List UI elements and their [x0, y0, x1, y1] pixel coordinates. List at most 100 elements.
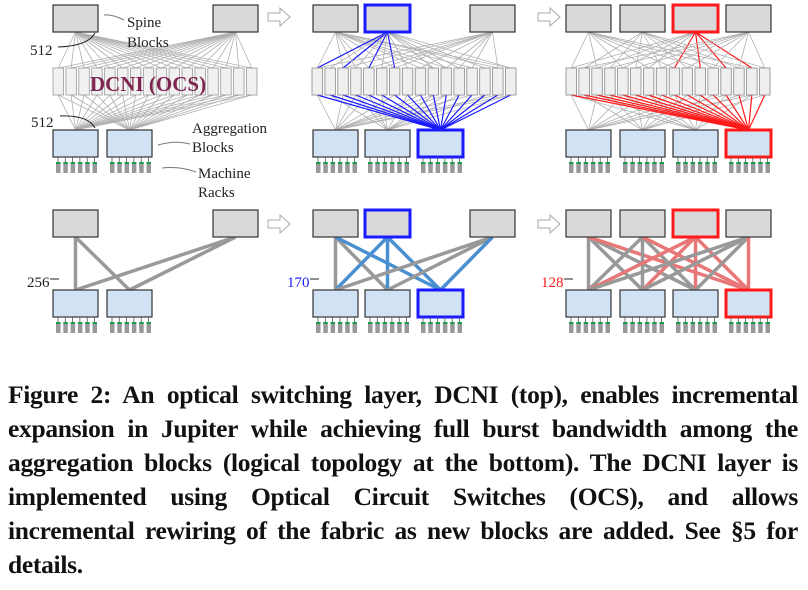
spine-ocs-link	[335, 31, 357, 69]
ocs-switch	[142, 67, 155, 96]
spine-block	[671, 208, 720, 239]
spine-ocs-link	[588, 31, 624, 69]
machine-rack	[576, 324, 581, 333]
rack-tor	[729, 322, 734, 324]
rack-tor	[576, 162, 581, 164]
logical-link	[641, 235, 750, 292]
machine-rack	[110, 324, 115, 333]
rack-tor	[330, 162, 336, 164]
ocs-switch	[363, 67, 375, 96]
machine-rack	[705, 324, 710, 333]
rack-tor	[117, 322, 122, 324]
spine-ocs-link	[394, 31, 493, 69]
spine-ocs-link	[570, 31, 589, 69]
spine-ocs-link	[148, 31, 236, 69]
ocs-agg-link	[129, 94, 214, 131]
spine-ocs-link	[75, 31, 201, 69]
rack-tor	[337, 162, 343, 164]
rack-tor	[569, 322, 574, 324]
machine-rack	[750, 324, 756, 333]
ocs-agg-link	[129, 94, 227, 131]
logical-highlight-link	[439, 235, 494, 292]
aggregation-block	[106, 129, 153, 158]
spine-ocs-link	[748, 31, 766, 69]
rack-tor	[435, 162, 441, 164]
highlight-link	[407, 94, 441, 131]
logical-highlight-link	[587, 235, 697, 292]
machine-rack	[323, 164, 328, 173]
machine-rack	[345, 324, 350, 333]
spine-ocs-link	[588, 31, 701, 69]
aggregation-block	[619, 289, 666, 318]
spine-ocs-link	[161, 31, 236, 69]
spine-ocs-link	[446, 31, 493, 69]
ocs-agg-link	[75, 94, 149, 131]
rack-tor	[598, 162, 603, 164]
highlight-link	[355, 94, 441, 131]
spine-ocs-link	[583, 31, 643, 69]
machine-rack	[131, 324, 137, 333]
agg-link-arc	[59, 115, 96, 129]
spine-ocs-link	[609, 31, 749, 69]
machine-rack	[70, 164, 76, 173]
machine-rack	[623, 164, 628, 173]
machine-rack	[131, 164, 137, 173]
ocs-agg-link	[129, 94, 201, 131]
ocs-agg-link	[335, 94, 357, 131]
machine-rack	[421, 164, 426, 173]
stage-arrow-icon	[267, 213, 291, 235]
spine-ocs-link	[335, 31, 344, 69]
spine-ocs-link	[635, 31, 643, 69]
ocs-agg-link	[75, 94, 111, 131]
rack-tor	[330, 322, 336, 324]
spine-ocs-link	[75, 31, 149, 69]
rack-tor	[598, 322, 603, 324]
rack-tor	[323, 162, 328, 164]
highlight-link	[747, 94, 766, 131]
machine-rack	[457, 164, 462, 173]
rack-tor	[110, 162, 115, 164]
machine-rack	[697, 164, 703, 173]
spine-ocs-link	[661, 31, 749, 69]
spine-ocs-link	[712, 31, 749, 69]
rack-tor	[644, 162, 650, 164]
rack-tor	[139, 322, 144, 324]
ocs-agg-link	[129, 94, 252, 131]
machine-rack	[605, 164, 610, 173]
rack-tor	[56, 322, 61, 324]
machine-rack	[736, 324, 741, 333]
aggregation-block	[672, 289, 719, 318]
machine-rack	[729, 324, 734, 333]
machine-rack	[569, 164, 574, 173]
ocs-agg-link	[355, 94, 388, 131]
machine-rack	[397, 164, 402, 173]
rack-tor	[605, 162, 610, 164]
ocs-agg-link	[129, 94, 188, 131]
ocs-switch	[207, 67, 219, 96]
rack-tor	[421, 322, 426, 324]
rack-tor	[690, 162, 696, 164]
highlight-link	[674, 94, 749, 131]
machine-rack	[56, 164, 61, 173]
ocs-switch	[604, 67, 616, 96]
logical-link	[694, 235, 750, 292]
highlight-link	[440, 94, 473, 131]
ocs-agg-link	[588, 94, 624, 131]
rack-tor	[389, 162, 395, 164]
ocs-switch	[220, 67, 232, 96]
ocs-switch	[414, 67, 427, 96]
ocs-agg-link	[588, 94, 701, 131]
rack-tor	[316, 162, 321, 164]
machine-rack	[450, 324, 455, 333]
ocs-agg-link	[75, 94, 201, 131]
spine-ocs-link	[71, 31, 236, 69]
rack-tor	[428, 322, 433, 324]
ocs-agg-link	[571, 94, 696, 131]
ocs-switch	[630, 67, 642, 96]
highlight-link	[329, 94, 441, 131]
rack-tor	[345, 322, 350, 324]
spine-ocs-link	[588, 31, 598, 69]
ocs-agg-link	[75, 94, 252, 131]
highlight-link	[440, 94, 512, 131]
logical-link	[74, 235, 131, 292]
